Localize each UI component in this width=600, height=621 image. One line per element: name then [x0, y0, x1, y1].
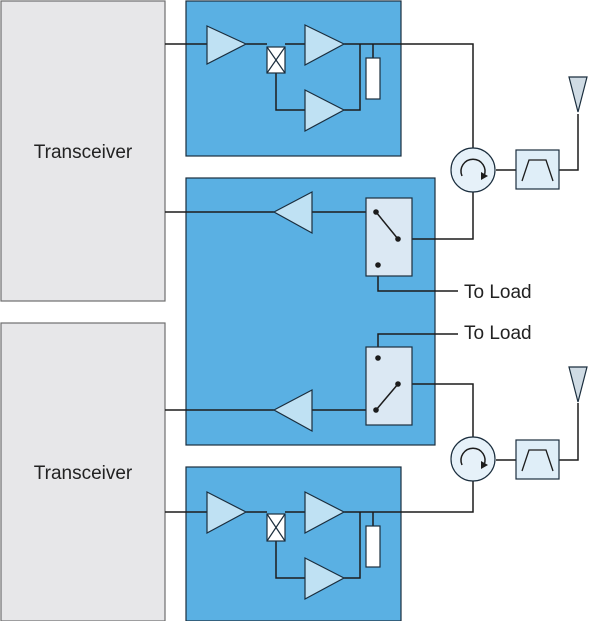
transceiver-box: [0, 0, 166, 302]
power-amplifier-icon: [304, 89, 346, 133]
low-noise-amplifier-icon: [272, 389, 313, 433]
pa-module-bottom: [185, 466, 402, 621]
transceiver-box: [0, 322, 166, 621]
transceiver-label: Transceiver: [34, 142, 133, 163]
power-amplifier-icon: [304, 557, 346, 601]
pa-module-top: [185, 0, 402, 157]
transceiver-top: Transceiver: [0, 0, 166, 302]
coupler-icon: [266, 46, 286, 74]
termination-resistor-icon: [365, 57, 381, 100]
switch-icon: [365, 346, 413, 426]
bandpass-filter-icon: [515, 439, 560, 480]
circulator-icon: [450, 436, 496, 482]
bandpass-filter-icon: [515, 149, 560, 190]
circulator-icon: [450, 147, 496, 193]
termination-resistor-icon: [365, 525, 381, 568]
to-load-label: To Load: [464, 282, 532, 303]
antenna-icon: [568, 366, 588, 403]
transceiver-label: Transceiver: [34, 463, 133, 484]
wiring: [165, 43, 579, 579]
low-noise-amplifier-icon: [272, 191, 313, 235]
switch-icon: [365, 197, 413, 277]
to-load-label: To Load: [464, 323, 532, 344]
power-amplifier-icon: [304, 491, 346, 535]
antenna-icon: [568, 76, 588, 113]
power-amplifier-icon: [206, 25, 248, 65]
coupler-icon: [266, 513, 286, 542]
power-amplifier-icon: [304, 24, 346, 67]
power-amplifier-icon: [206, 491, 248, 535]
transceiver-bottom: Transceiver: [0, 322, 166, 621]
